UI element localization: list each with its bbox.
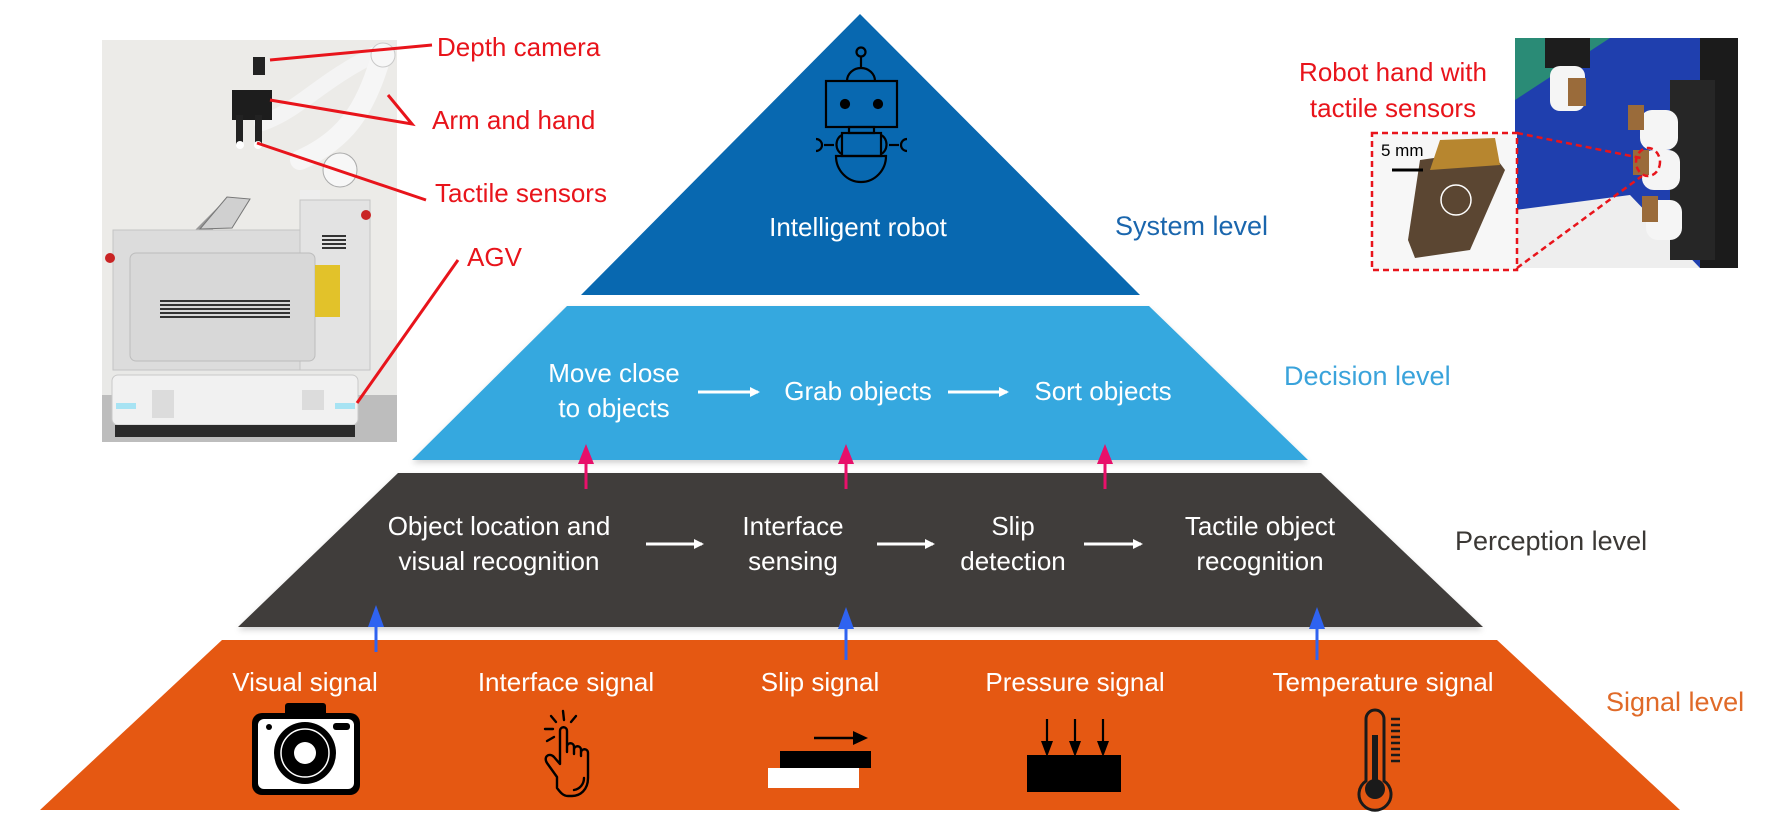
decision-level-label: Decision level [1284, 361, 1451, 391]
annotation-leaders [256, 43, 460, 404]
step-line: recognition [1196, 546, 1324, 576]
perception-level-trapezoid [238, 473, 1483, 627]
perception-step-tactile-recognition: Tactile object recognition [1185, 509, 1335, 579]
system-level-triangle [581, 14, 1140, 295]
up-arrow [1309, 607, 1325, 660]
touch-hand-icon [543, 709, 590, 798]
decision-step-sort: Sort objects [1034, 376, 1172, 406]
step-line: to objects [558, 393, 670, 423]
annotation-arm-and-hand: Arm and hand [432, 105, 596, 135]
signal-level-trapezoid [40, 640, 1680, 810]
thermometer-icon [1357, 708, 1400, 812]
step-line: Interface [742, 511, 844, 541]
system-title: Intelligent robot [769, 212, 947, 242]
scale-bar-label: 5 mm [1381, 141, 1424, 160]
annotation-depth-camera: Depth camera [437, 32, 601, 62]
step-line: visual recognition [398, 546, 600, 576]
signal-visual: Visual signal [232, 667, 378, 697]
perception-step-slip-detection: Slip detection [960, 509, 1066, 579]
signal-level-label: Signal level [1606, 687, 1745, 717]
step-line: detection [960, 546, 1066, 576]
annotation-tactile-sensors: Tactile sensors [435, 178, 607, 208]
step-line: Slip [991, 511, 1035, 541]
up-arrow [368, 605, 384, 652]
right-photo-caption-line2: tactile sensors [1309, 93, 1477, 123]
perception-level-label: Perception level [1455, 526, 1648, 556]
up-arrow [578, 444, 594, 489]
up-arrow [838, 444, 854, 489]
robot-hand-photo [1372, 38, 1738, 270]
annotation-agv: AGV [467, 242, 522, 272]
step-line: Move close [548, 358, 680, 388]
slip-icon [768, 731, 871, 788]
step-line: Object location and [387, 511, 611, 541]
decision-step-move-close: Move close to objects [548, 356, 680, 426]
up-arrow [1097, 444, 1113, 489]
leader-agv [355, 259, 460, 404]
right-photo-caption-line1: Robot hand with [1299, 57, 1487, 87]
signal-to-perception-arrows [368, 605, 1325, 660]
step-line: Tactile object [1184, 511, 1336, 541]
step-line: sensing [748, 546, 838, 576]
perception-to-decision-arrows [578, 444, 1113, 489]
leader-depth-camera [269, 43, 433, 62]
decision-step-grab: Grab objects [784, 376, 932, 406]
pressure-icon [1027, 719, 1121, 792]
signal-pressure: Pressure signal [985, 667, 1165, 697]
system-level-label: System level [1115, 211, 1269, 241]
camera-icon [252, 703, 360, 795]
leader-arm-and-hand [269, 94, 416, 127]
decision-level-trapezoid [412, 306, 1308, 460]
leader-tactile-sensors [256, 141, 427, 202]
robot-icon [815, 46, 908, 184]
signal-slip: Slip signal [760, 667, 880, 697]
up-arrow [838, 607, 854, 660]
perception-step-interface-sensing: Interface sensing [742, 509, 843, 579]
zoom-callout [1370, 131, 1662, 272]
signal-temperature: Temperature signal [1272, 667, 1494, 697]
perception-step-object-location: Object location and visual recognition [388, 509, 611, 579]
signal-interface: Interface signal [477, 667, 655, 697]
robot-agv-photo [102, 40, 397, 442]
